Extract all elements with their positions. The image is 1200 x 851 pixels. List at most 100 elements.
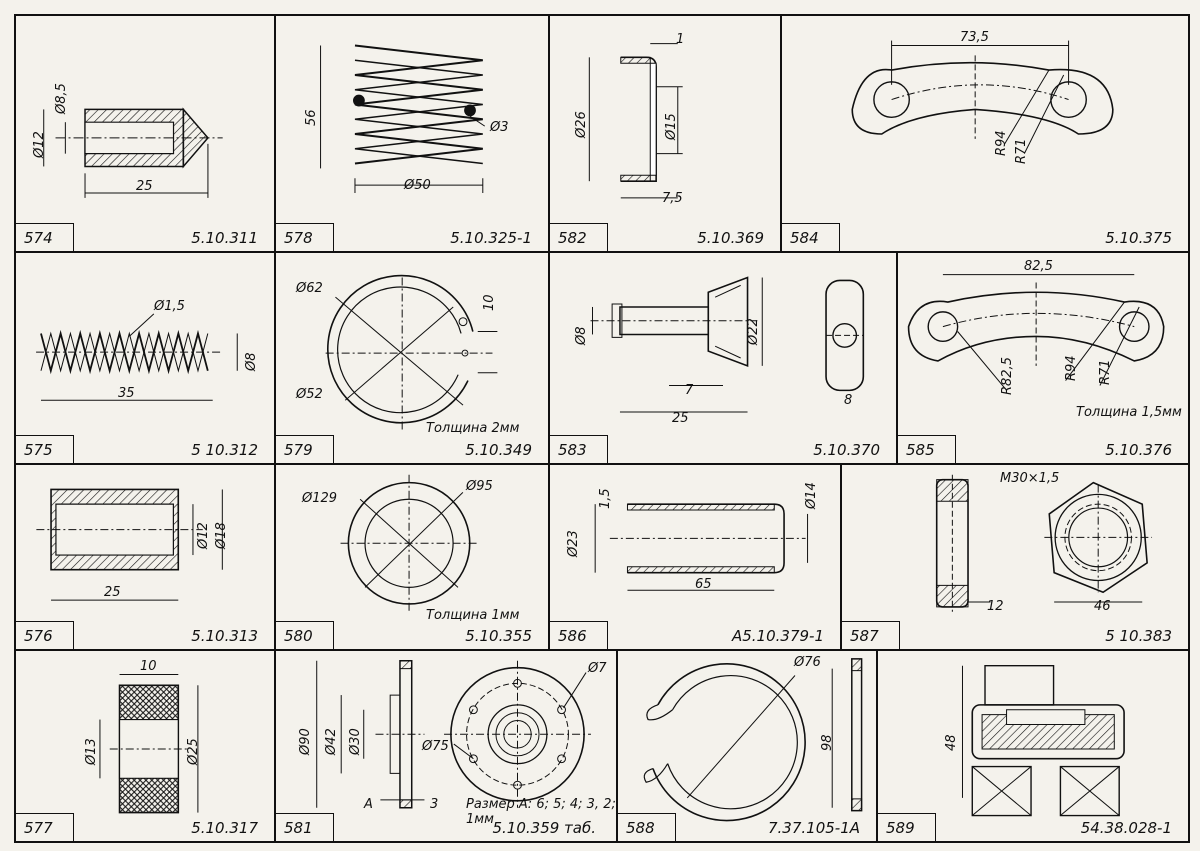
part-585-thickness-note: Толщина 1,5мм <box>1076 405 1182 420</box>
part-581-dim-d42: Ø42 <box>324 728 339 755</box>
part-575-number: 575 <box>16 435 74 463</box>
part-586-cell: 1,5 Ø23 Ø14 65 586 А5.10.379-1 <box>548 463 842 651</box>
part-581-number: 581 <box>276 813 334 841</box>
part-580-dim-d129: Ø129 <box>302 491 338 506</box>
part-580-thickness-note: Толщина 1мм <box>426 608 520 623</box>
part-583-number: 583 <box>550 435 608 463</box>
part-576-dim-25: 25 <box>104 585 121 600</box>
part-582-dim-d26: Ø26 <box>574 111 589 138</box>
part-578-dim-d3: Ø3 <box>490 120 509 135</box>
part-584-code: 5.10.375 <box>1105 229 1172 247</box>
part-574-drawing <box>16 16 274 251</box>
part-588-dim-98: 98 <box>820 734 835 751</box>
part-581-dim-d90: Ø90 <box>298 728 313 755</box>
part-585-code: 5.10.376 <box>1105 441 1172 459</box>
part-579-dim-d62: Ø62 <box>296 281 323 296</box>
part-587-dim-46: 46 <box>1094 599 1111 614</box>
part-581-cell: Ø90 Ø42 Ø30 Ø75 Ø7 A 3 Размер А: 6; 5; 4… <box>274 649 618 843</box>
part-580-number: 580 <box>276 621 334 649</box>
part-580-cell: Ø129 Ø95 Толщина 1мм 580 5.10.355 <box>274 463 550 651</box>
part-577-drawing <box>16 651 274 841</box>
part-577-dim-d25: Ø25 <box>186 738 201 765</box>
part-583-code: 5.10.370 <box>813 441 880 459</box>
part-578-dim-d50: Ø50 <box>404 178 431 193</box>
part-576-number: 576 <box>16 621 74 649</box>
part-589-cell: 48 589 54.38.028-1 <box>876 649 1190 843</box>
part-576-code: 5.10.313 <box>191 627 258 645</box>
part-589-number: 589 <box>878 813 936 841</box>
part-584-drawing <box>782 16 1188 251</box>
part-581-code: 5.10.359 таб. <box>492 819 596 837</box>
part-575-code: 5 10.312 <box>191 441 258 459</box>
part-581-dim-d75: Ø75 <box>422 739 449 754</box>
part-586-drawing <box>550 465 840 649</box>
part-585-number: 585 <box>898 435 956 463</box>
part-574-cell: Ø8,5 Ø12 25 574 5.10.311 <box>14 14 276 253</box>
part-587-number: 587 <box>842 621 900 649</box>
part-582-number: 582 <box>550 223 608 251</box>
part-580-dim-d95: Ø95 <box>466 479 493 494</box>
part-578-number: 578 <box>276 223 334 251</box>
part-582-code: 5.10.369 <box>697 229 764 247</box>
part-588-dim-d76: Ø76 <box>794 655 821 670</box>
part-574-dim-d12: Ø12 <box>32 131 47 158</box>
part-585-dim-825: 82,5 <box>1024 259 1053 274</box>
part-580-code: 5.10.355 <box>465 627 532 645</box>
part-574-dim-25: 25 <box>136 179 153 194</box>
part-577-dim-10: 10 <box>140 659 157 674</box>
part-581-dim-a: A <box>364 797 373 812</box>
part-589-code: 54.38.028-1 <box>1080 819 1172 837</box>
part-586-dim-d14: Ø14 <box>804 482 819 509</box>
part-578-dim-56: 56 <box>304 109 319 126</box>
part-583-dim-7: 7 <box>685 383 694 398</box>
part-575-dim-35: 35 <box>118 386 135 401</box>
part-579-code: 5.10.349 <box>465 441 532 459</box>
part-583-cell: Ø8 Ø22 7 25 8 583 5.10.370 <box>548 251 898 465</box>
part-582-drawing <box>550 16 780 251</box>
part-587-cell: M30×1,5 12 46 587 5 10.383 <box>840 463 1190 651</box>
part-579-dim-10: 10 <box>482 294 497 311</box>
part-576-cell: Ø12 Ø18 25 576 5.10.313 <box>14 463 276 651</box>
part-582-cell: 1 Ø26 Ø15 7,5 582 5.10.369 <box>548 14 782 253</box>
part-589-drawing <box>878 651 1188 841</box>
part-584-cell: 73,5 R94 R71 584 5.10.375 <box>780 14 1190 253</box>
part-588-drawing <box>618 651 876 841</box>
part-586-dim-65: 65 <box>695 577 712 592</box>
part-585-drawing <box>898 253 1188 463</box>
part-577-dim-d13: Ø13 <box>84 738 99 765</box>
part-584-dim-r94: R94 <box>994 130 1009 156</box>
part-587-drawing <box>842 465 1188 649</box>
part-582-dim-1: 1 <box>676 32 685 47</box>
part-576-drawing <box>16 465 274 649</box>
part-576-dim-d12: Ø12 <box>196 522 211 549</box>
part-581-dim-3: 3 <box>430 797 439 812</box>
part-574-dim-d85: Ø8,5 <box>54 83 69 114</box>
part-585-dim-r71: R71 <box>1098 359 1113 385</box>
part-579-dim-d52: Ø52 <box>296 387 323 402</box>
part-577-code: 5.10.317 <box>191 819 258 837</box>
part-581-dim-d7: Ø7 <box>588 661 607 676</box>
part-577-number: 577 <box>16 813 74 841</box>
part-587-code: 5 10.383 <box>1105 627 1172 645</box>
part-579-drawing <box>276 253 548 463</box>
part-583-dim-d8: Ø8 <box>574 326 589 345</box>
part-575-dim-d8: Ø8 <box>244 352 259 371</box>
part-584-number: 584 <box>782 223 840 251</box>
part-578-cell: 56 Ø50 Ø3 578 5.10.325-1 <box>274 14 550 253</box>
part-579-cell: Ø62 10 Ø52 Толщина 2мм 579 5.10.349 <box>274 251 550 465</box>
part-585-dim-r825: R82,5 <box>1000 357 1015 395</box>
part-575-drawing <box>16 253 274 463</box>
part-574-code: 5.10.311 <box>191 229 258 247</box>
part-581-drawing <box>276 651 616 841</box>
part-581-size-note: Размер А: 6; 5; 4; 3, 2; 1мм <box>466 797 616 827</box>
part-575-dim-d15: Ø1,5 <box>154 299 185 314</box>
part-581-dim-d30: Ø30 <box>348 728 363 755</box>
part-583-dim-25: 25 <box>672 411 689 426</box>
part-588-code: 7.37.105-1А <box>767 819 860 837</box>
part-587-dim-12: 12 <box>987 599 1004 614</box>
part-587-dim-m30: M30×1,5 <box>1000 471 1060 486</box>
part-588-number: 588 <box>618 813 676 841</box>
part-582-dim-75: 7,5 <box>662 191 683 206</box>
part-579-number: 579 <box>276 435 334 463</box>
part-578-code: 5.10.325-1 <box>450 229 532 247</box>
